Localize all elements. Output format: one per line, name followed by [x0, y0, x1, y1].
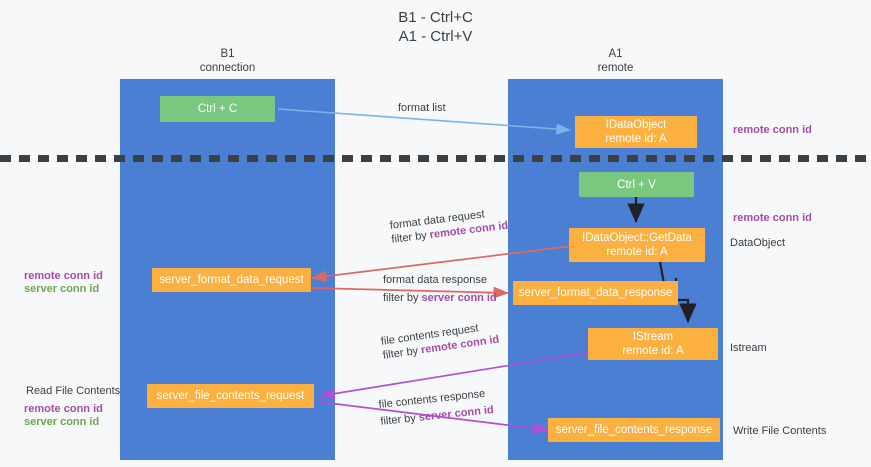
node-idataobject-sub: remote id: A	[605, 133, 667, 145]
edge-label-format-data-request: format data request filter by remote con…	[389, 205, 509, 247]
node-server-format-data-request[interactable]: server_format_data_request	[152, 268, 311, 292]
node-istream-label: IStream	[632, 331, 674, 343]
node-getdata-label: IDataObject::GetData	[582, 232, 692, 244]
node-getdata-sub: remote id: A	[606, 246, 668, 258]
edge-label-file-contents-request: file contents request filter by remote c…	[380, 319, 500, 363]
key-server-conn-id-1: server conn id	[421, 292, 497, 304]
filter-by-prefix-1: filter by	[390, 229, 431, 246]
edge-label-file-contents-response: file contents response filter by server …	[378, 386, 494, 429]
filter-by-prefix-3: filter by	[382, 344, 422, 362]
node-istream[interactable]: IStream remote id: A	[588, 328, 718, 360]
annotation-istream: Istream	[730, 342, 767, 354]
annotation-left-remote-conn-id-mid: remote conn id	[24, 270, 103, 282]
annotation-left-server-conn-id-bot: server conn id	[24, 416, 100, 428]
column-header-b1: B1 connection	[120, 47, 335, 75]
annotation-read-file-contents: Read File Contents	[26, 385, 121, 397]
node-file-req-label: server_file_contents_request	[156, 390, 305, 402]
column-header-b1-sub: connection	[199, 62, 256, 74]
annotation-dataobject: DataObject	[730, 237, 786, 249]
title-line-2: A1 - Ctrl+V	[398, 28, 473, 45]
node-ctrl-v-label: Ctrl + V	[617, 178, 656, 191]
annotation-write-file-contents: Write File Contents	[733, 425, 827, 437]
node-server-file-contents-request[interactable]: server_file_contents_request	[147, 384, 314, 408]
filter-by-prefix-2: filter by	[383, 292, 422, 304]
node-fmt-resp-label: server_format_data_response	[518, 287, 673, 299]
column-header-a1-name: A1	[608, 48, 623, 60]
node-server-format-data-response[interactable]: server_format_data_response	[513, 281, 678, 305]
node-server-file-contents-response[interactable]: server_file_contents_response	[548, 418, 720, 442]
node-idataobject-label: IDataObject	[605, 119, 667, 131]
node-ctrl-v[interactable]: Ctrl + V	[579, 172, 694, 197]
annotation-remote-conn-id-top: remote conn id	[733, 124, 812, 136]
node-ctrl-c-label: Ctrl + C	[197, 103, 238, 115]
node-idataobject-getdata[interactable]: IDataObject::GetData remote id: A	[569, 228, 705, 262]
node-file-resp-label: server_file_contents_response	[555, 424, 713, 436]
column-header-b1-name: B1	[220, 48, 235, 60]
annotation-left-remote-conn-id-bot: remote conn id	[24, 403, 103, 415]
edge-label-format-data-response: format data response filter by server co…	[383, 273, 497, 305]
phase-divider	[0, 155, 871, 162]
edge-label-format-list: format list	[398, 102, 446, 114]
page-title: B1 - Ctrl+C A1 - Ctrl+V	[0, 8, 871, 46]
column-header-a1: A1 remote	[508, 47, 723, 75]
node-idataobject[interactable]: IDataObject remote id: A	[575, 116, 697, 148]
column-header-a1-sub: remote	[597, 62, 634, 74]
annotation-remote-conn-id-mid: remote conn id	[733, 212, 812, 224]
node-fmt-req-label: server_format_data_request	[159, 274, 304, 286]
edge-label-format-data-response-line1: format data response	[383, 274, 487, 286]
key-server-conn-id-2: server conn id	[418, 404, 495, 424]
node-ctrl-c[interactable]: Ctrl + C	[160, 96, 275, 122]
node-istream-sub: remote id: A	[622, 345, 684, 357]
edge-label-format-data-response-line2: filter by server conn id	[383, 291, 497, 305]
title-line-1: B1 - Ctrl+C	[398, 9, 473, 26]
annotation-left-server-conn-id-mid: server conn id	[24, 283, 100, 295]
filter-by-prefix-4: filter by	[379, 411, 420, 428]
